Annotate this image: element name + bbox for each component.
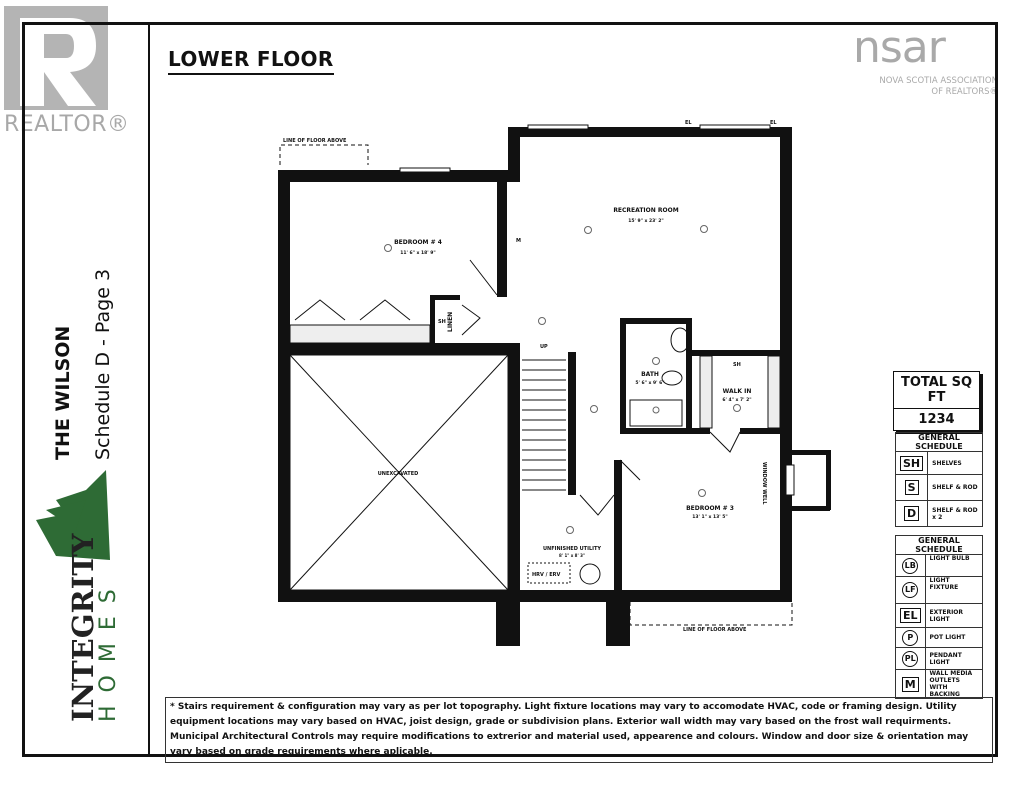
- floor-plan: LINE OF FLOOR ABOVE LINE OF FLOOR ABOVE …: [278, 120, 831, 646]
- el-tag: EL: [770, 120, 777, 126]
- disclaimer-note: * Stairs requirement & configuration may…: [165, 697, 993, 763]
- schedule-desc: SHELF & ROD: [927, 474, 983, 501]
- schedule-title: GENERAL SCHEDULE: [895, 432, 983, 452]
- room-name: UNFINISHED UTILITY: [543, 546, 601, 552]
- page-title: LOWER FLOOR: [168, 47, 334, 75]
- schedule-desc: SHELF & ROD x 2: [927, 500, 983, 527]
- window-well-label: WINDOW WELL: [761, 462, 767, 505]
- room-name: BATH: [641, 371, 659, 378]
- room-dims: 5' 6" x 9' 6": [635, 380, 664, 386]
- stairs: [522, 359, 566, 491]
- room-dims: 6' 4" x 7' 2": [722, 397, 751, 403]
- shelves-symbol: SH: [900, 455, 924, 471]
- media-outlet-symbol: M: [901, 676, 919, 692]
- linen-label: LINEN: [447, 312, 454, 332]
- schedule-desc: PENDANT LIGHT: [924, 647, 984, 670]
- general-schedule-lighting: GENERAL SCHEDULE LB LIGHT BULB LF LIGHT FI…: [895, 535, 984, 699]
- m-tag: M: [516, 238, 521, 244]
- room-dims: 8' 1" x 8' 3": [559, 553, 585, 558]
- sh-tag: SH: [733, 362, 741, 368]
- sheet-border: [22, 22, 998, 757]
- tree-logo-icon: [36, 470, 110, 560]
- light-fixtures: [384, 225, 741, 534]
- light-fixture-symbol: LF: [902, 582, 919, 598]
- nsar-logo: nsar: [853, 22, 946, 73]
- room-name: BEDROOM # 3: [686, 505, 734, 512]
- schedule-desc: POT LIGHT: [924, 627, 984, 648]
- unexcavated-x2: [289, 354, 509, 591]
- floor-above-bottom-label: LINE OF FLOOR ABOVE: [683, 627, 747, 633]
- schedule-desc: LIGHT BULB: [924, 554, 984, 577]
- sh-tag: SH: [438, 319, 446, 325]
- exterior-light-symbol: EL: [900, 608, 921, 623]
- stairs-up-label: UP: [540, 344, 548, 350]
- walls: [278, 127, 831, 646]
- schedule-desc: WALL MEDIA OUTLETS WITH BACKING: [924, 669, 984, 699]
- shelf-rod-symbol: S: [904, 480, 919, 495]
- el-tag: EL: [685, 120, 692, 126]
- room-name: RECREATION ROOM: [613, 207, 678, 214]
- total-sqft-box: TOTAL SQ FT 1234: [893, 371, 980, 431]
- sidebar-divider: [148, 22, 150, 754]
- room-name: UNEXCAVATED: [378, 471, 419, 477]
- room-dims: 11' 6" x 18' 9": [400, 250, 435, 256]
- pot-light-symbol: P: [902, 629, 919, 646]
- total-sqft-value: 1234: [894, 408, 979, 430]
- shelf-rod-x2-symbol: D: [904, 506, 920, 521]
- schedule-desc: SHELVES: [927, 451, 983, 475]
- room-name: BEDROOM # 4: [394, 239, 442, 246]
- schedule-desc: LIGHT FIXTURE: [924, 576, 984, 604]
- floor-above-top-label: LINE OF FLOOR ABOVE: [283, 138, 347, 144]
- room-dims: 15' 9" x 23' 2": [628, 218, 663, 224]
- room-dims: 13' 1" x 13' 5": [692, 514, 727, 520]
- room-labels: BEDROOM # 4 11' 6" x 18' 9" RECREATION R…: [378, 207, 752, 558]
- schedule-title: GENERAL SCHEDULE: [895, 535, 983, 555]
- pendant-light-symbol: PL: [902, 650, 919, 667]
- hrv-label: HRV / ERV: [532, 572, 560, 578]
- room-name: WALK IN: [723, 388, 752, 395]
- light-bulb-symbol: LB: [902, 557, 919, 574]
- total-sqft-label: TOTAL SQ FT: [900, 375, 973, 405]
- realtor-r-icon: [20, 18, 96, 106]
- schedule-desc: EXTERIOR LIGHT: [924, 603, 984, 628]
